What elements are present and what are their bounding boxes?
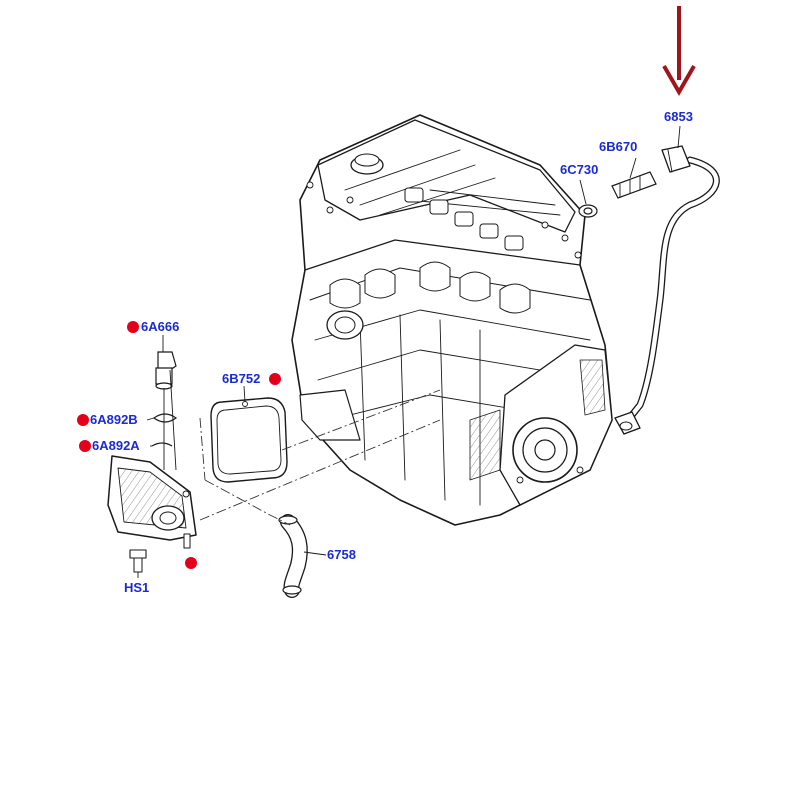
marker-dot-6a666 — [127, 321, 139, 333]
pcv-hose — [614, 145, 720, 435]
part-label-6b752: 6B752 — [222, 371, 261, 386]
marker-dot-bolt — [185, 557, 197, 569]
marker-dot-6a892a — [79, 440, 91, 452]
engine-block — [291, 114, 613, 526]
sensor-6a666 — [155, 351, 177, 390]
part-label-6758: 6758 — [327, 547, 356, 562]
gasket-6b752 — [210, 397, 288, 483]
marker-dot-6b752 — [269, 373, 281, 385]
part-label-6b670: 6B670 — [599, 139, 638, 154]
clips-6a892 — [151, 413, 178, 447]
leader-lines — [163, 369, 177, 471]
vacuum-pump-housing — [107, 455, 197, 573]
label-leaders — [137, 125, 681, 578]
marker-dot-6a892b — [77, 414, 89, 426]
indicator-arrow — [662, 6, 696, 97]
installation-path-lines — [199, 389, 441, 526]
part-label-6853: 6853 — [664, 109, 693, 124]
part-label-6a666: 6A666 — [141, 319, 180, 334]
part-label-hs1: HS1 — [124, 580, 150, 595]
hose-6758 — [278, 514, 308, 598]
part-label-6a892b: 6A892B — [90, 412, 138, 427]
part-label-6c730: 6C730 — [560, 162, 599, 177]
part-label-6a892a: 6A892A — [92, 438, 140, 453]
pcv-valve-assembly — [578, 171, 657, 218]
